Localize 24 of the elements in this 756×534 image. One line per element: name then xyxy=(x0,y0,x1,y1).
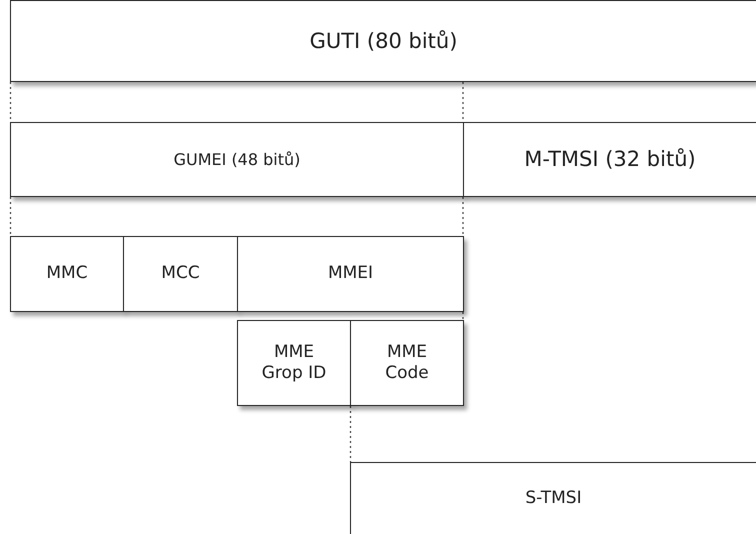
field-label: MME Code xyxy=(384,342,430,384)
guide-line xyxy=(350,406,352,462)
field-box xyxy=(123,236,238,312)
field-box xyxy=(350,462,756,534)
guide-line xyxy=(462,312,464,320)
field-box xyxy=(10,122,464,197)
field-label: MMC xyxy=(46,263,88,285)
field-label: GUTI (80 bitů) xyxy=(310,28,458,54)
field-box xyxy=(237,320,351,406)
field-label: S-TMSI xyxy=(525,488,582,510)
field-box xyxy=(10,0,756,82)
guide-line xyxy=(10,197,12,236)
field-box xyxy=(350,320,464,406)
guide-line xyxy=(10,82,12,122)
guide-line xyxy=(462,197,464,236)
field-label: MMEI xyxy=(328,263,374,285)
field-box xyxy=(237,236,464,312)
field-box xyxy=(463,122,756,197)
field-label: GUMEI (48 bitů) xyxy=(174,150,300,170)
guide-line xyxy=(462,82,464,122)
field-label: MCC xyxy=(161,263,200,285)
field-label: M-TMSI (32 bitů) xyxy=(524,146,696,173)
field-label: MME Grop ID xyxy=(260,342,328,384)
field-box xyxy=(10,236,124,312)
